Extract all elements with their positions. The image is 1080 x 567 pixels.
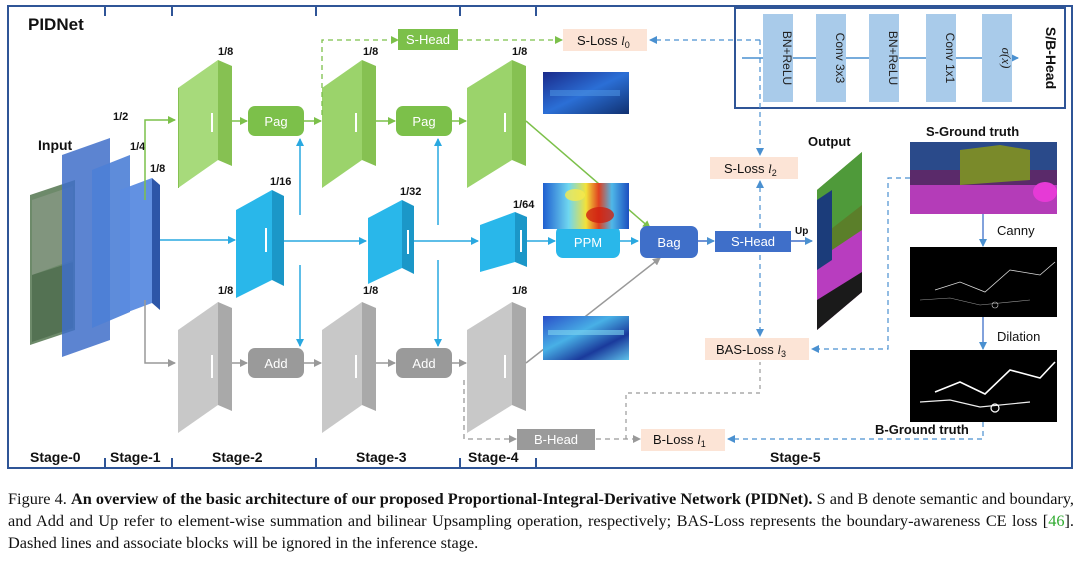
outer-frame xyxy=(7,5,1073,469)
d-branch xyxy=(178,302,526,433)
b-head-aux: B-Head xyxy=(517,429,595,450)
add-block-1: Add xyxy=(248,348,304,378)
diagram-title: PIDNet xyxy=(28,15,84,34)
output-segmentation xyxy=(817,152,862,330)
stage-label-1: Stage-1 xyxy=(110,449,161,465)
architecture-diagram: PIDNet BN+ReLU Conv 3x3 BN+ReLU Conv 1x1… xyxy=(7,5,1073,469)
b-loss-1: B-Loss l1 xyxy=(641,429,725,451)
stage-label-0: Stage-0 xyxy=(30,449,81,465)
svg-text:Add: Add xyxy=(264,356,287,371)
svg-text:Pag: Pag xyxy=(412,114,435,129)
svg-text:B-Head: B-Head xyxy=(534,432,578,447)
scale-label-eighth: 1/8 xyxy=(150,163,165,175)
scale-label-quarter: 1/4 xyxy=(130,141,146,153)
figure-caption: Figure 4. An overview of the basic archi… xyxy=(8,488,1074,554)
scale-label-half: 1/2 xyxy=(113,111,128,123)
i-branch-arrows xyxy=(284,138,639,347)
svg-text:Pag: Pag xyxy=(264,114,287,129)
input-label: Input xyxy=(38,137,73,153)
s-head-aux: S-Head xyxy=(398,29,458,50)
scale-label-p4: 1/8 xyxy=(512,46,527,58)
b-ground-truth-dilation-image xyxy=(910,350,1057,422)
stage0-block xyxy=(62,138,160,357)
p-branch-arrows xyxy=(232,36,651,229)
svg-text:S-Head: S-Head xyxy=(406,32,450,47)
head-block-conv1x1 xyxy=(926,14,956,102)
loss-connectors xyxy=(649,36,984,443)
head-block-label-2: Conv 3x3 xyxy=(833,33,847,84)
frame-ticks xyxy=(104,6,537,468)
svg-text:PPM: PPM xyxy=(574,235,602,250)
svg-text:Bag: Bag xyxy=(657,235,680,250)
feature-map-i xyxy=(543,183,629,229)
ppm-block: PPM xyxy=(556,226,620,258)
scale-label-p2: 1/8 xyxy=(218,46,233,58)
stage-labels: Stage-0 Stage-1 Stage-2 Stage-3 Stage-4 … xyxy=(30,449,821,465)
svg-text:S-Head: S-Head xyxy=(731,234,775,249)
svg-text:B-Loss l1: B-Loss l1 xyxy=(653,432,706,449)
head-block-label-3: BN+ReLU xyxy=(886,31,900,85)
dilation-label: Dilation xyxy=(997,329,1040,344)
head-block-bn-relu-1 xyxy=(763,14,793,102)
b-ground-truth-label: B-Ground truth xyxy=(875,422,969,437)
s-ground-truth-image xyxy=(910,142,1057,214)
bas-loss-3: BAS-Loss l3 xyxy=(705,338,809,360)
feature-map-p xyxy=(543,72,629,114)
canny-label: Canny xyxy=(997,223,1035,238)
scale-label-i2: 1/16 xyxy=(270,176,291,188)
head-block-conv3x3 xyxy=(816,14,846,102)
scale-label-d2: 1/8 xyxy=(218,285,233,297)
svg-text:S-Loss l0: S-Loss l0 xyxy=(577,33,630,50)
scale-label-d4: 1/8 xyxy=(512,285,527,297)
feature-map-d xyxy=(543,316,629,360)
s-head-main: S-Head xyxy=(715,231,791,252)
scale-label-i4: 1/64 xyxy=(513,199,535,211)
stage-label-5: Stage-5 xyxy=(770,449,821,465)
s-loss-0: S-Loss l0 xyxy=(563,29,647,51)
svg-text:BAS-Loss l3: BAS-Loss l3 xyxy=(716,342,786,359)
head-block-sigmoid xyxy=(982,14,1012,102)
caption-bold-title: An overview of the basic architecture of… xyxy=(70,489,813,508)
svg-text:Add: Add xyxy=(412,356,435,371)
head-block-label-1: BN+ReLU xyxy=(780,31,794,85)
scale-label-i3: 1/32 xyxy=(400,186,421,198)
scale-label-d3: 1/8 xyxy=(363,285,378,297)
i-branch xyxy=(236,190,527,298)
output-label: Output xyxy=(808,134,851,149)
add-block-2: Add xyxy=(396,348,452,378)
caption-body-b: ]. Dashed lines and associate blocks wil… xyxy=(8,511,1074,552)
sb-head-label: S/B-Head xyxy=(1043,27,1059,89)
head-block-label-4: Conv 1x1 xyxy=(943,33,957,84)
caption-citation-link[interactable]: 46 xyxy=(1048,511,1065,530)
p-branch xyxy=(178,60,526,188)
head-block-label-5: σ(x) xyxy=(999,48,1014,69)
svg-text:S-Loss l2: S-Loss l2 xyxy=(724,161,777,178)
sb-head-panel: BN+ReLU Conv 3x3 BN+ReLU Conv 1x1 σ(x) S… xyxy=(734,7,1066,109)
head-block-bn-relu-2 xyxy=(869,14,899,102)
stage-label-4: Stage-4 xyxy=(468,449,519,465)
upsample-label: Up xyxy=(795,226,808,237)
b-ground-truth-canny-image xyxy=(910,247,1057,317)
s-ground-truth-label: S-Ground truth xyxy=(926,124,1019,139)
scale-label-p3: 1/8 xyxy=(363,46,378,58)
caption-figure-number: Figure 4. xyxy=(8,489,67,508)
bag-block: Bag xyxy=(640,226,698,258)
caption-body-a: S and B denote semantic and boundary, an… xyxy=(8,489,1075,530)
pag-block-1: Pag xyxy=(248,106,304,136)
s-loss-2: S-Loss l2 xyxy=(710,157,798,179)
pag-block-2: Pag xyxy=(396,106,452,136)
stage-label-2: Stage-2 xyxy=(212,449,263,465)
branch-split-lines xyxy=(144,116,236,367)
stage-label-3: Stage-3 xyxy=(356,449,407,465)
